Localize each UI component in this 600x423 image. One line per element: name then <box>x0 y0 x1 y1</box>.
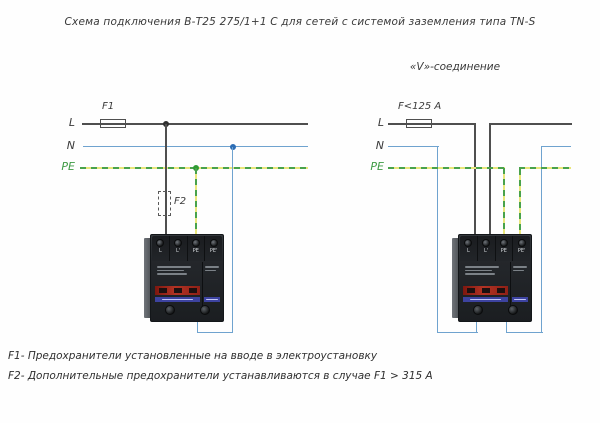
left-drop-pe <box>195 168 197 236</box>
device-blue-label-left <box>155 297 200 302</box>
bottom-screw-icon <box>199 305 210 315</box>
device-label-text <box>157 266 195 275</box>
terminal-screw-icon <box>482 239 491 247</box>
surge-protection-device-right: L L' PE PE' <box>452 234 532 322</box>
left-fuse-f2-label: F2 <box>174 196 187 207</box>
bottom-screw-icon <box>164 305 175 315</box>
terminal-screw-icon <box>209 239 218 247</box>
v-connection-caption: «V»-соединение <box>409 61 501 73</box>
device-terminal-pe2: PE' <box>513 236 530 261</box>
right-bottom-n-out-stub <box>506 321 508 333</box>
surge-protection-device-left: L L' PE PE' <box>144 234 224 322</box>
right-wire-l-out <box>489 123 572 125</box>
right-bottom-n-out-run <box>506 332 543 334</box>
right-label-pe: PE <box>370 160 384 173</box>
left-label-n: N <box>66 139 75 152</box>
left-label-l: L <box>68 116 75 129</box>
device-terminal-l2: L' <box>170 236 188 261</box>
device-terminal-pe2: PE' <box>205 236 222 261</box>
left-drop-l <box>165 124 167 236</box>
device-cert-marks <box>513 266 527 271</box>
right-bottom-n-in-run <box>437 332 478 334</box>
right-wire-n-out <box>541 146 571 148</box>
left-bottom-n-run <box>197 332 233 334</box>
right-label-l: L <box>377 116 384 129</box>
left-fuse-f1-symbol <box>100 119 126 128</box>
terminal-screw-icon <box>517 239 526 247</box>
terminal-screw-icon <box>191 239 200 247</box>
terminal-screw-icon <box>464 239 473 247</box>
right-drop-n-in <box>437 146 439 333</box>
device-terminal-l: L <box>152 236 170 261</box>
right-fuse-symbol <box>406 119 432 128</box>
device-label-text <box>465 266 503 275</box>
right-drop-l-out <box>489 123 491 236</box>
device-blue-label-right <box>512 297 528 302</box>
right-wire-n-in <box>388 146 439 148</box>
device-terminal-pe: PE <box>188 236 206 261</box>
terminal-label: L' <box>176 248 181 254</box>
page-title: Схема подключения В-Т25 275/1+1 С для се… <box>64 16 536 28</box>
left-fuse-f1-label: F1 <box>102 101 115 112</box>
terminal-label: PE' <box>517 248 526 254</box>
left-drop-n <box>232 147 234 333</box>
right-wire-pe-out <box>519 167 571 169</box>
right-fuse-label: F<125 A <box>398 101 442 112</box>
terminal-label: L <box>466 248 470 254</box>
right-label-n: N <box>375 139 384 152</box>
module-divider <box>510 262 511 308</box>
device-blue-label-right <box>204 297 220 302</box>
right-wire-l-in <box>388 123 476 125</box>
footnote-f2: F2- Дополнительные предохранители устана… <box>8 370 433 382</box>
terminal-label: L' <box>484 248 489 254</box>
device-bottom-terminals <box>460 300 530 320</box>
terminal-label: L <box>158 248 162 254</box>
right-drop-pe-in <box>503 168 505 236</box>
device-bottom-terminals <box>152 300 222 320</box>
terminal-label: PE' <box>209 248 218 254</box>
right-rise-pe-out <box>519 169 521 236</box>
left-bottom-n-stub <box>197 321 199 333</box>
terminal-label: PE <box>500 248 507 254</box>
left-wire-l <box>82 123 308 125</box>
right-wire-pe-in <box>388 167 505 169</box>
left-wire-n <box>83 146 308 148</box>
right-bottom-n-in-stub <box>476 321 478 333</box>
status-indicator-window <box>155 286 200 295</box>
terminal-screw-icon <box>499 239 508 247</box>
din-rail-flange <box>144 238 153 318</box>
terminal-screw-icon <box>156 239 165 247</box>
right-rise-n-out <box>541 146 543 333</box>
device-terminal-row: L L' PE PE' <box>460 236 530 261</box>
bottom-screw-icon <box>472 305 483 315</box>
terminal-screw-icon <box>174 239 183 247</box>
terminal-label: PE <box>192 248 199 254</box>
right-drop-l-in <box>474 123 476 236</box>
left-label-pe: PE <box>61 160 75 173</box>
din-rail-flange <box>452 238 461 318</box>
module-divider <box>202 262 203 308</box>
status-indicator-window <box>463 286 508 295</box>
device-terminal-row: L L' PE PE' <box>152 236 222 261</box>
device-terminal-l: L <box>460 236 478 261</box>
footnote-f1: F1- Предохранители установленные на ввод… <box>8 350 378 362</box>
device-terminal-l2: L' <box>478 236 496 261</box>
left-fuse-f2-symbol <box>158 191 171 216</box>
device-terminal-pe: PE <box>496 236 514 261</box>
device-cert-marks <box>205 266 219 271</box>
device-blue-label-left <box>463 297 508 302</box>
bottom-screw-icon <box>507 305 518 315</box>
